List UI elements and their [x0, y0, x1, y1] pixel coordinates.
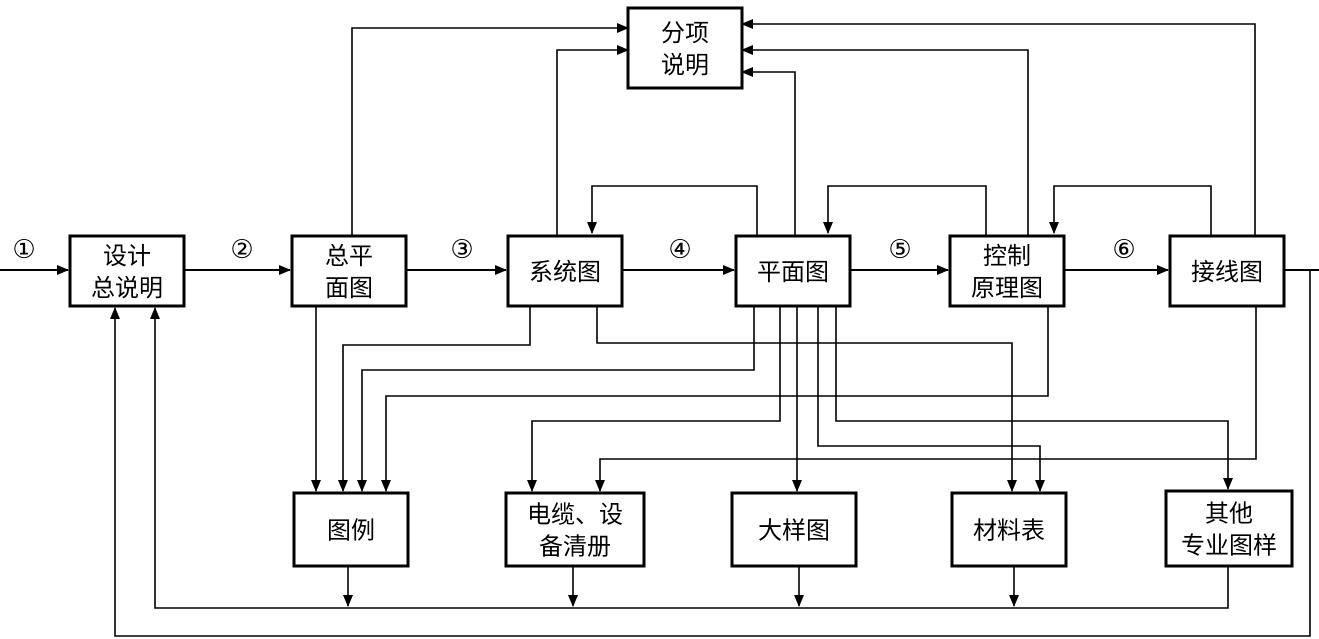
box-label: 控制: [983, 242, 1031, 270]
step-3: ③: [450, 235, 473, 265]
box-label: 接线图: [1191, 258, 1263, 286]
box-plan: 平面图: [734, 234, 852, 308]
box-label: 总平: [325, 242, 373, 270]
box-label: 材料表: [973, 517, 1045, 545]
box-legend: 图例: [292, 491, 410, 568]
step-4: ④: [668, 235, 691, 265]
box-detail: 大样图: [730, 491, 858, 568]
box-material: 材料表: [950, 491, 1068, 568]
box-label: 说明: [661, 51, 709, 79]
legend-links: [311, 306, 1049, 492]
box-label: 面图: [325, 274, 373, 302]
box-label: 分项: [661, 19, 709, 47]
box-label: 平面图: [757, 258, 829, 286]
material-links: [596, 306, 1045, 492]
item-note-links: [351, 19, 1256, 235]
step-2: ②: [230, 235, 253, 265]
box-wiring: 接线图: [1168, 234, 1286, 308]
box-label: 系统图: [529, 258, 601, 286]
other-link: [835, 306, 1233, 490]
box-system: 系统图: [506, 234, 624, 308]
box-label: 备清册: [539, 533, 611, 561]
step-1: ①: [12, 235, 35, 265]
cable-list-links: [527, 306, 1257, 492]
step-5: ⑤: [888, 235, 911, 265]
box-label: 原理图: [971, 274, 1043, 302]
box-label: 大样图: [758, 517, 830, 545]
box-label: 设计: [103, 242, 151, 270]
box-label: 其他: [1205, 500, 1253, 528]
return-paths: [110, 270, 1311, 637]
box-label: 电缆、设: [527, 501, 623, 529]
feedback-loops: [587, 185, 1212, 235]
box-label: 专业图样: [1181, 532, 1277, 560]
step-markers: ① ② ③ ④ ⑤ ⑥: [12, 235, 1135, 265]
step-6: ⑥: [1112, 235, 1135, 265]
box-label: 图例: [327, 517, 375, 545]
box-label: 总说明: [91, 274, 163, 302]
